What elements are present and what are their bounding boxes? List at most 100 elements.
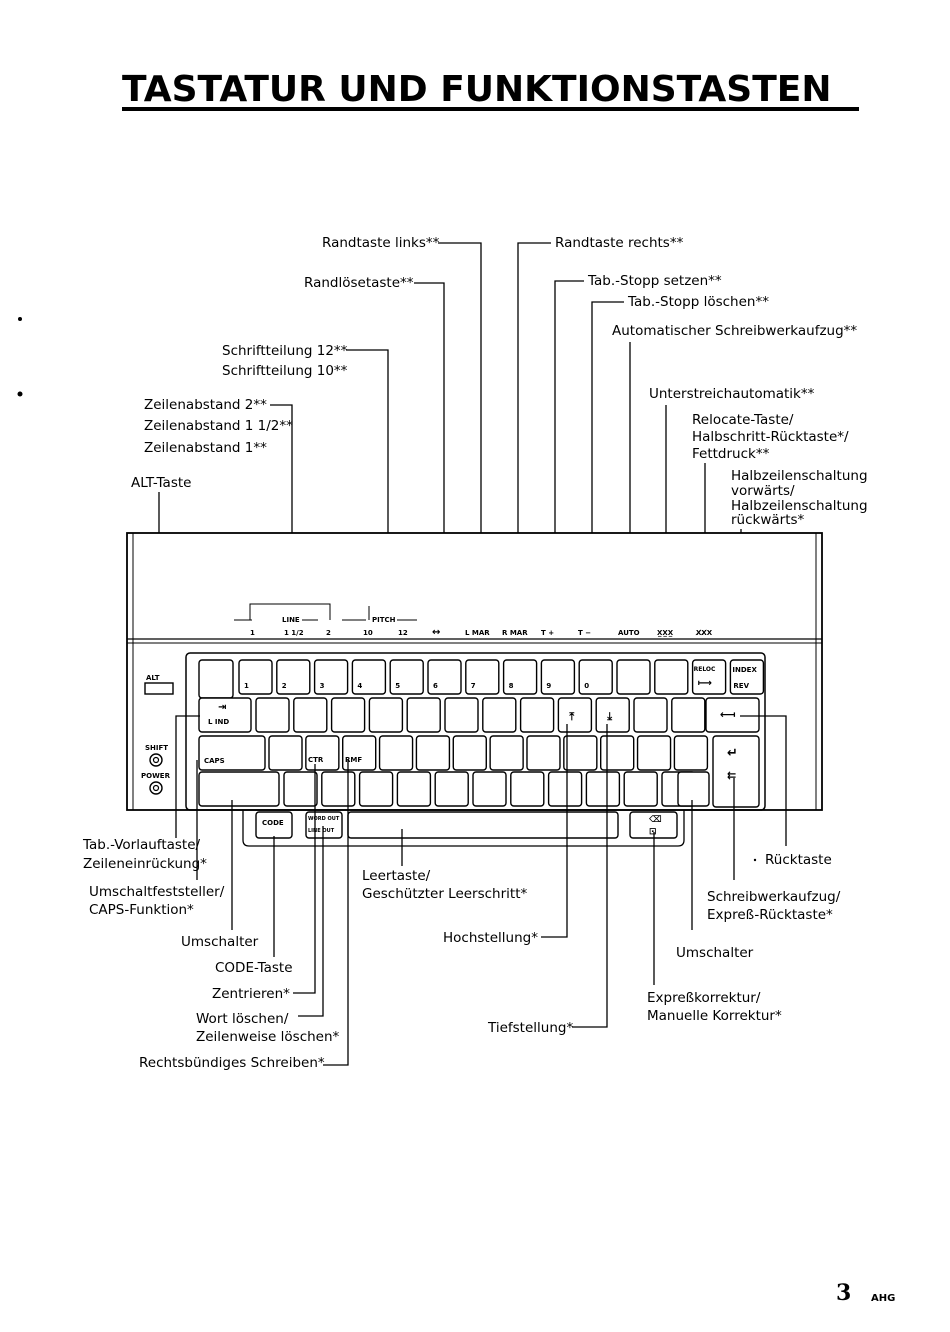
label-relocate-2: Halbschritt-Rücktaste*/	[692, 429, 849, 445]
row1-key-5[interactable]	[427, 659, 462, 695]
num-key-label-2: 2	[282, 682, 287, 690]
row3-key-7[interactable]	[526, 735, 561, 771]
row3-key-4[interactable]	[415, 735, 451, 771]
backspace-key[interactable]	[705, 697, 760, 733]
panel-pitch-label: PITCH	[372, 616, 396, 624]
row4-key-4[interactable]	[434, 771, 469, 807]
shift-indicator-inner	[152, 756, 160, 764]
label-zeilenabstand-2: Zeilenabstand 2**	[144, 397, 267, 413]
caps-key[interactable]	[198, 735, 266, 771]
row2-key-11[interactable]	[671, 697, 706, 733]
margin-dot	[18, 317, 22, 321]
space-bar[interactable]	[347, 811, 619, 839]
label-tab-stopp-loeschen: Tab.-Stopp löschen**	[627, 294, 769, 310]
label-randtaste-rechts: Randtaste rechts**	[555, 235, 684, 251]
leader-tiefstellung	[572, 724, 608, 1028]
label-wort-loeschen-1: Wort löschen/	[196, 1011, 289, 1027]
row1-key-6[interactable]	[465, 659, 500, 695]
panel-rmar: R MAR	[502, 629, 528, 637]
row2-key-6[interactable]	[482, 697, 517, 733]
panel-lmar: L MAR	[465, 629, 490, 637]
row3-key-1[interactable]	[305, 735, 340, 771]
label-zentrieren: Zentrieren*	[212, 986, 290, 1002]
row2-key-2[interactable]	[330, 697, 366, 733]
bullet-dot	[753, 858, 757, 862]
row4-key-1[interactable]	[321, 771, 356, 807]
row4-key-9[interactable]	[623, 771, 658, 807]
label-zeilenabstand-1-5: Zeilenabstand 1 1/2**	[144, 418, 293, 434]
row4-key-2[interactable]	[358, 771, 394, 807]
label-wort-loeschen-2: Zeilenweise löschen*	[196, 1029, 340, 1045]
label-tab-vorlauf-2: Zeileneinrückung*	[83, 856, 207, 872]
word-out-label: WORD OUT	[308, 816, 340, 822]
leader-rechtsbuendig	[323, 760, 349, 1066]
row1-key-10[interactable]	[616, 659, 651, 695]
row1-key-3[interactable]	[351, 659, 387, 695]
panel-pitch-10: 10	[363, 629, 373, 637]
label-randtaste-links: Randtaste links**	[322, 235, 440, 251]
row4-key-3[interactable]	[396, 771, 432, 807]
alt-key[interactable]	[144, 682, 174, 695]
panel-line-label: LINE	[282, 616, 300, 624]
row3-key-0[interactable]	[268, 735, 303, 771]
row2-key-3[interactable]	[368, 697, 404, 733]
row1-key-13[interactable]	[729, 659, 765, 695]
row1-key-1[interactable]	[276, 659, 311, 695]
row4-key-5[interactable]	[472, 771, 507, 807]
label-schriftteilung-12: Schriftteilung 12**	[222, 343, 348, 359]
correction-icon-2: ⊡	[649, 827, 657, 837]
row4-key-6[interactable]	[510, 771, 545, 807]
row4-key-8[interactable]	[585, 771, 621, 807]
label-halbzeilen-1: Halbzeilenschaltung	[731, 468, 868, 484]
panel-bold: X̸X̸X	[695, 629, 712, 637]
correction-icon: ⌫	[648, 815, 662, 825]
rev-label: REV	[733, 682, 749, 690]
row2-key-0[interactable]	[255, 697, 290, 733]
row3-key-9[interactable]	[599, 735, 635, 771]
lind-key[interactable]	[198, 697, 252, 733]
row3-key-11[interactable]	[673, 735, 709, 771]
tab-key-upper[interactable]	[198, 659, 234, 699]
row3-key-10[interactable]	[636, 735, 672, 771]
return-key[interactable]	[712, 735, 760, 808]
row3-key-5[interactable]	[452, 735, 487, 771]
row2-key-5[interactable]	[444, 697, 479, 733]
page-code: AHG	[871, 1293, 895, 1304]
panel-auto: AUTO	[618, 629, 640, 637]
label-halbzeilen-3: Halbzeilenschaltung	[731, 498, 868, 514]
row3-key-8[interactable]	[563, 735, 598, 771]
label-expresskorrektur-1: Expreßkorrektur/	[647, 990, 761, 1006]
row1-key-2[interactable]	[313, 659, 349, 695]
row2-key-1[interactable]	[293, 697, 328, 733]
lind-label: L IND	[208, 718, 229, 726]
row1-key-4[interactable]	[389, 659, 424, 695]
row1-key-12[interactable]	[691, 659, 727, 695]
row2-key-7[interactable]	[519, 697, 555, 733]
row1-key-8[interactable]	[540, 659, 576, 695]
express-return-icon: ⇇	[727, 769, 736, 782]
row2-key-9[interactable]	[595, 697, 630, 733]
label-auto-schreibwerkaufzug: Automatischer Schreibwerkaufzug**	[612, 323, 857, 339]
row3-key-6[interactable]	[489, 735, 524, 771]
left-shift-key[interactable]	[198, 771, 280, 807]
row4-key-7[interactable]	[547, 771, 583, 807]
label-umschalter-left: Umschalter	[181, 934, 259, 950]
row1-key-11[interactable]	[654, 659, 689, 695]
num-key-label-4: 4	[357, 682, 362, 690]
row1-key-7[interactable]	[502, 659, 538, 695]
panel-tplus: T +	[541, 629, 554, 637]
alt-label: ALT	[146, 674, 160, 682]
row2-key-4[interactable]	[406, 697, 441, 733]
row3-key-2[interactable]	[342, 735, 377, 771]
row4-key-0[interactable]	[283, 771, 318, 807]
right-shift-key[interactable]	[677, 771, 710, 807]
row2-key-10[interactable]	[633, 697, 668, 733]
row1-key-0[interactable]	[238, 659, 273, 695]
row2-key-8[interactable]	[557, 697, 593, 733]
num-key-label-0: 0	[584, 682, 589, 690]
row1-key-9[interactable]	[578, 659, 613, 695]
row3-key-3[interactable]	[378, 735, 414, 771]
space-bezel	[242, 810, 685, 847]
label-schreibwerk-1: Schreibwerkaufzug/	[707, 889, 841, 905]
num-key-label-1: 1	[244, 682, 249, 690]
